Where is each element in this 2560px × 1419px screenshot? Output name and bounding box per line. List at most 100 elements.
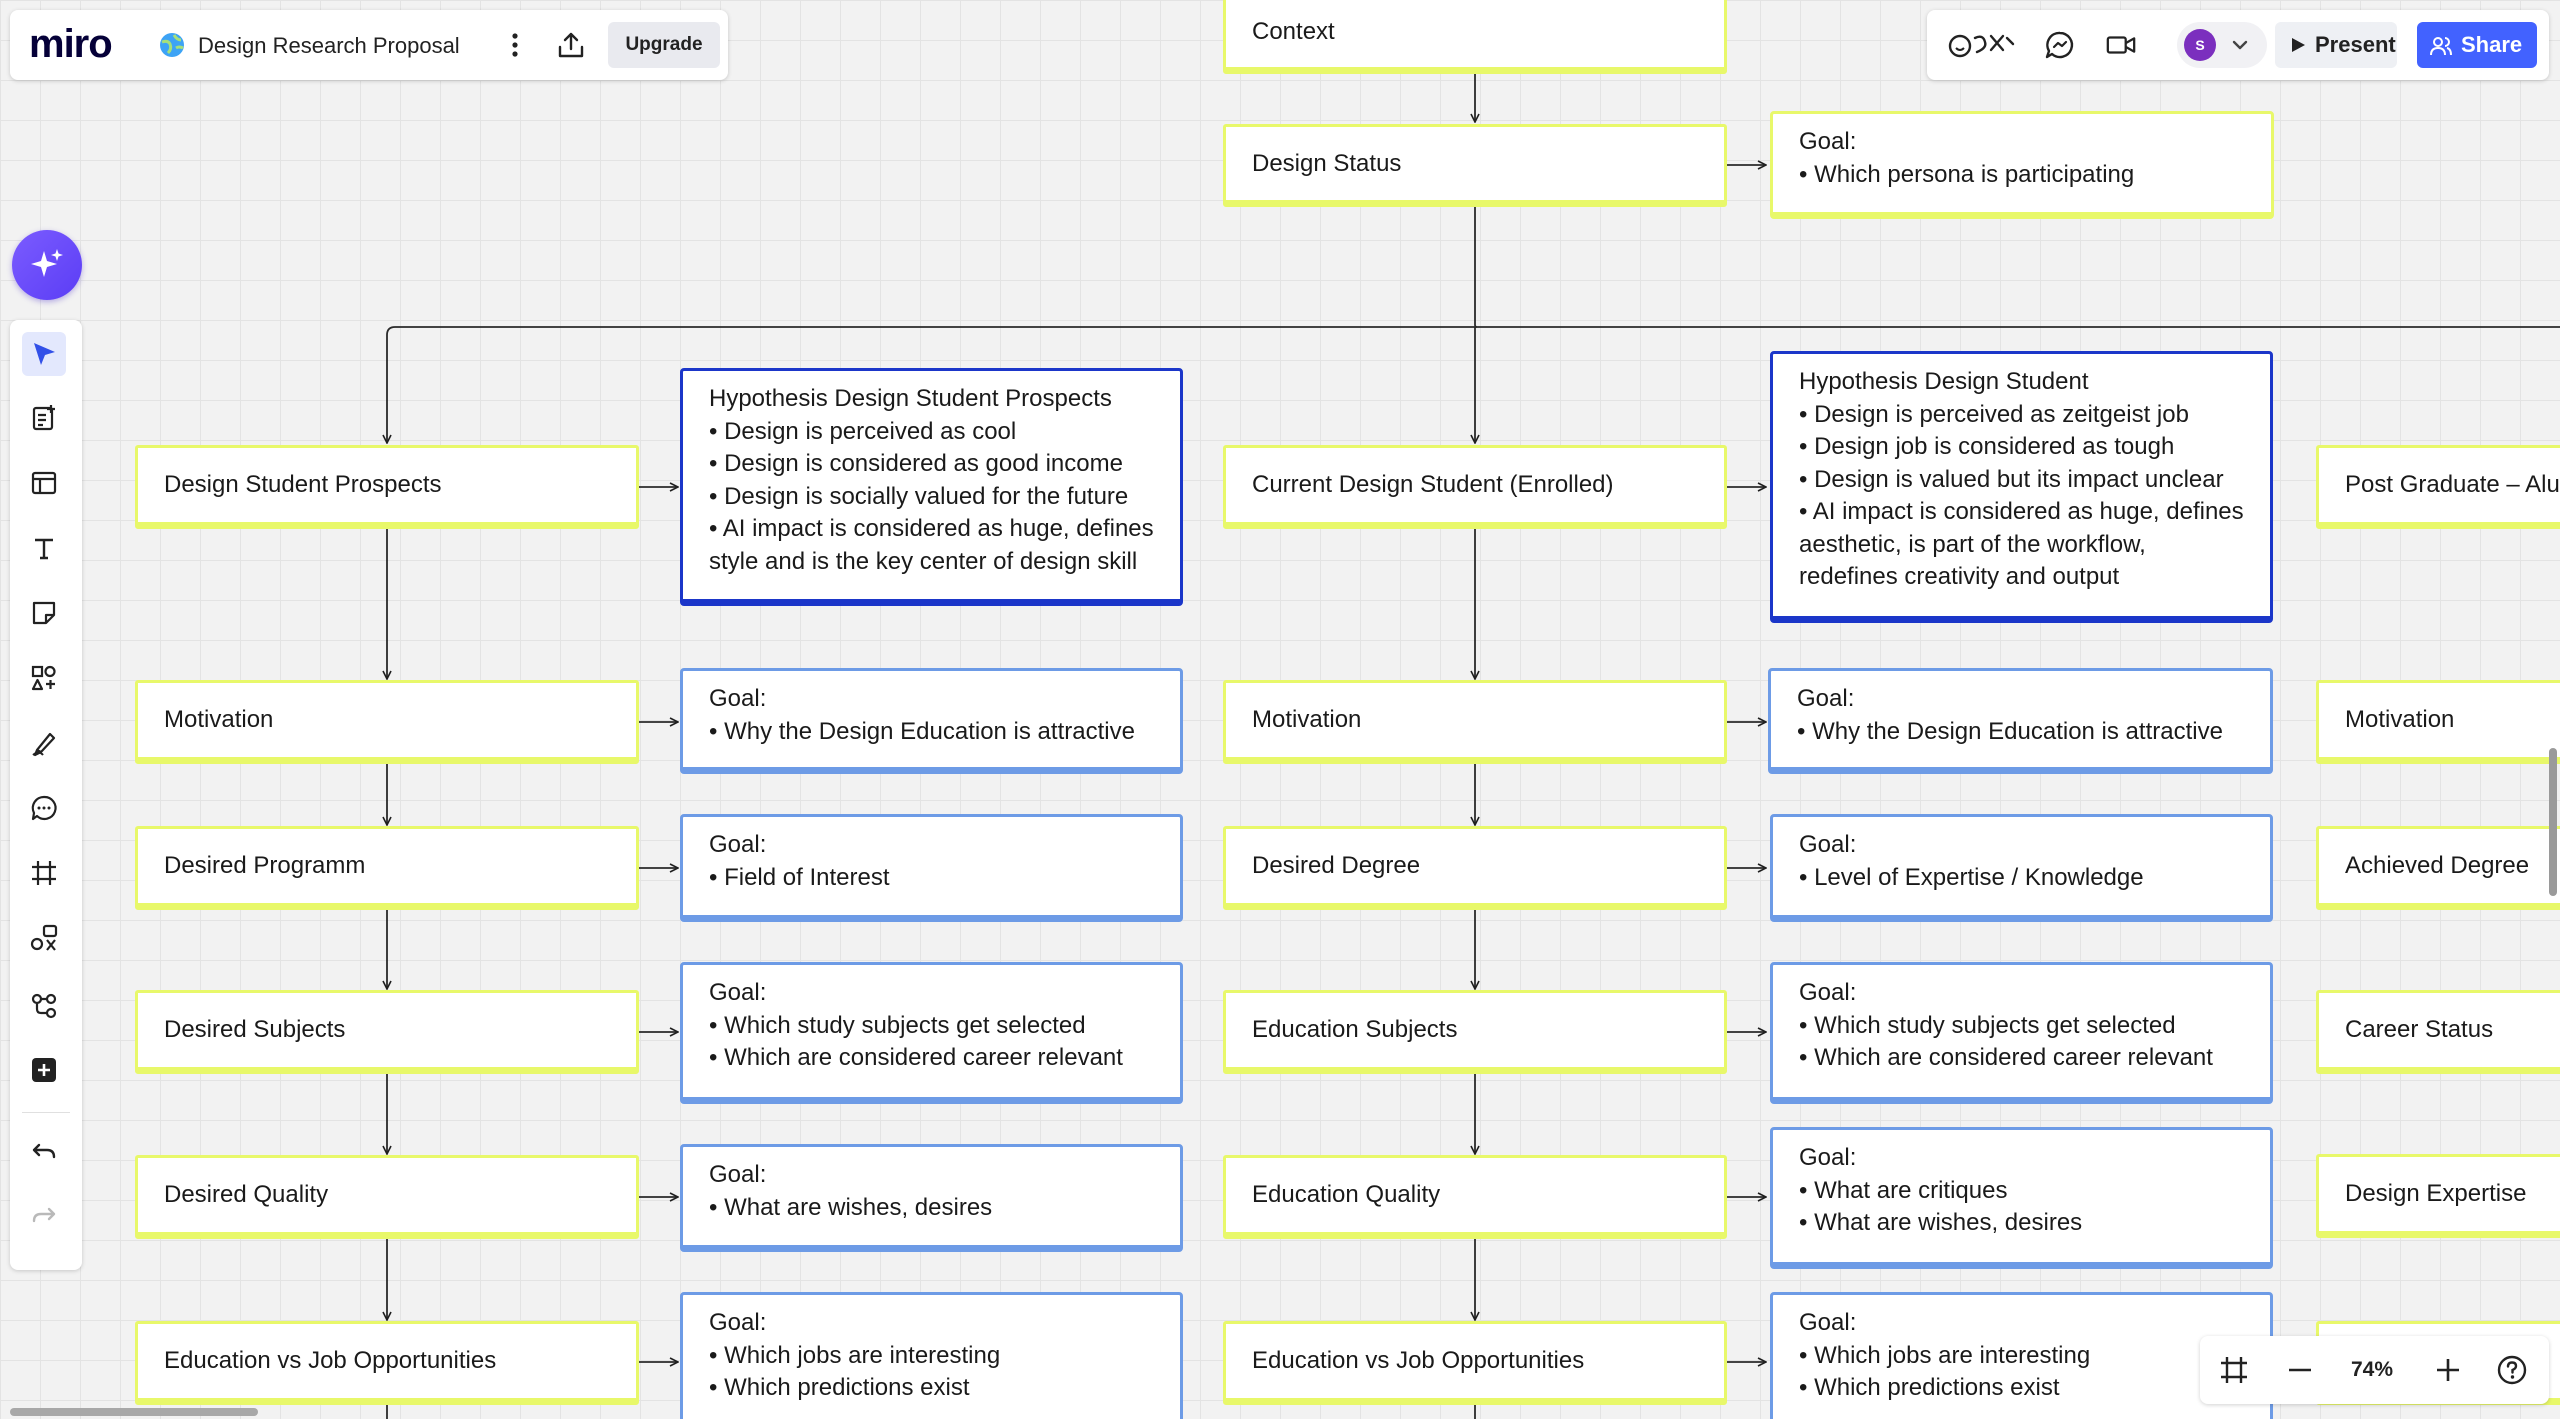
hyp-line: • Design job is considered as tough [1799,433,2175,460]
goal-item: • Which persona is participating [1799,160,2135,188]
card-label: Desired Subjects [164,1016,346,1043]
col1-quality-goal[interactable]: Goal: • What are wishes, desires [680,1144,1183,1252]
redo-button[interactable] [22,1194,66,1238]
fit-screen-icon[interactable] [2216,1352,2252,1388]
hyp-line: Hypothesis Design Student [1799,368,2089,395]
goal-item: • Which jobs are interesting [1799,1341,2091,1369]
goal-item: • Which study subjects get selected [1799,1011,2176,1039]
more-vertical-icon[interactable] [498,28,532,62]
col2-education-quality-card[interactable]: Education Quality [1223,1155,1727,1239]
export-icon[interactable] [554,28,588,62]
text-tool[interactable] [22,526,66,570]
col2-head-card[interactable]: Current Design Student (Enrolled) [1223,445,1727,529]
card-label: Motivation [1252,706,1362,733]
col2-hypothesis-note[interactable]: Hypothesis Design Student • Design is pe… [1770,351,2273,623]
left-toolbar [10,320,82,1270]
goal-title: Goal: [1797,685,1855,712]
table-tool[interactable] [22,461,66,505]
horizontal-scrollbar[interactable] [10,1408,258,1416]
hyp-line: aesthetic, is part of the workflow, [1799,530,2146,558]
chat-icon[interactable] [2043,28,2077,62]
upgrade-button[interactable]: Upgrade [608,22,720,68]
board-header: miro Design Research Proposal Upgrade [10,10,728,80]
col2-edu-jobs-card[interactable]: Education vs Job Opportunities [1223,1321,1727,1405]
col2-education-subjects-card[interactable]: Education Subjects [1223,990,1727,1074]
board-title[interactable]: Design Research Proposal [198,33,460,58]
goal-title: Goal: [1799,979,1857,1006]
frame-icon [32,861,56,885]
select-tool[interactable] [22,332,66,376]
goal-item: • Why the Design Education is attractive [1797,717,2223,745]
context-label: Context [1252,18,1335,45]
undo-icon [32,1143,56,1159]
goal-title: Goal: [709,685,767,712]
col3-career-status-card[interactable]: Career Status [2316,990,2560,1074]
chevron-down-icon[interactable] [2229,34,2251,56]
col3-head-card[interactable]: Post Graduate – Alu [2316,445,2560,529]
ai-assist-button[interactable] [12,230,82,300]
col2-subjects-goal[interactable]: Goal: • Which study subjects get selecte… [1770,962,2273,1104]
video-icon[interactable] [2103,28,2139,62]
reactions-icon[interactable] [1947,26,2017,64]
col3-achieved-degree-card[interactable]: Achieved Degree [2316,826,2560,910]
col1-motivation-goal[interactable]: Goal: • Why the Design Education is attr… [680,668,1183,774]
context-card[interactable]: Context [1223,0,1727,74]
shapes-tool[interactable] [22,656,66,700]
templates-tool[interactable] [22,396,66,440]
col2-motivation-goal[interactable]: Goal: • Why the Design Education is attr… [1768,668,2273,774]
card-label: Education vs Job Opportunities [1252,1347,1585,1374]
comment-tool[interactable] [22,786,66,830]
zoom-in-icon[interactable] [2430,1352,2466,1388]
hyp-line: • Design is socially valued for the futu… [709,482,1129,510]
share-button[interactable]: Share [2417,22,2537,68]
col1-subjects-goal[interactable]: Goal: • Which study subjects get selecte… [680,962,1183,1104]
present-button[interactable]: Present [2275,22,2397,68]
col1-hypothesis-note[interactable]: Hypothesis Design Student Prospects • De… [680,368,1183,606]
col1-head-card[interactable]: Design Student Prospects [135,445,639,529]
hyp-line: • Design is perceived as zeitgeist job [1799,400,2189,428]
zoom-level[interactable]: 74% [2350,1358,2394,1381]
miro-logo[interactable]: miro [29,22,113,66]
col1-head-label: Design Student Prospects [164,471,442,498]
undo-button[interactable] [22,1130,66,1174]
col3-motivation-card[interactable]: Motivation [2316,680,2560,764]
globe-icon[interactable] [158,31,186,59]
help-icon[interactable] [2494,1352,2530,1388]
cursor-icon [34,343,55,365]
play-icon [2289,36,2307,54]
avatar-group[interactable]: S [2177,22,2267,68]
col1-desired-programm-card[interactable]: Desired Programm [135,826,639,910]
present-label: Present [2315,32,2396,57]
vertical-scrollbar[interactable] [2549,748,2557,896]
pen-tool[interactable] [22,721,66,765]
col1-edu-jobs-card[interactable]: Education vs Job Opportunities [135,1321,639,1405]
col1-motivation-card[interactable]: Motivation [135,680,639,764]
avatar[interactable]: S [2184,29,2216,61]
goal-title: Goal: [1799,1309,1857,1336]
design-status-card[interactable]: Design Status [1223,124,1727,207]
more-apps-tool[interactable] [22,1048,66,1092]
hyp-line: Hypothesis Design Student Prospects [709,385,1112,412]
mindmap-icon [31,993,57,1019]
mindmap-tool[interactable] [22,984,66,1028]
goal-item: • Which are considered career relevant [1799,1044,2213,1071]
col2-quality-goal[interactable]: Goal: • What are critiques • What are wi… [1770,1127,2273,1269]
zoom-out-icon[interactable] [2282,1352,2318,1388]
col1-programm-goal[interactable]: Goal: • Field of Interest [680,814,1183,922]
col3-design-expertise-card[interactable]: Design Expertise [2316,1154,2560,1238]
text-icon [35,538,53,560]
status-goal-note[interactable]: Goal: • Which persona is participating [1770,111,2274,219]
col2-head-label: Current Design Student (Enrolled) [1252,471,1614,498]
col1-edu-jobs-goal[interactable]: Goal: • Which jobs are interesting • Whi… [680,1292,1183,1419]
frame-tool[interactable] [22,851,66,895]
sticky-note-tool[interactable] [22,591,66,635]
col1-desired-subjects-card[interactable]: Desired Subjects [135,990,639,1074]
col2-degree-goal[interactable]: Goal: • Level of Expertise / Knowledge [1770,814,2273,922]
col2-edu-jobs-goal[interactable]: Goal: • Which jobs are interesting • Whi… [1770,1292,2273,1419]
col1-desired-quality-card[interactable]: Desired Quality [135,1155,639,1239]
col2-desired-degree-card[interactable]: Desired Degree [1223,826,1727,910]
goal-title: Goal: [709,1309,767,1336]
diagram-tool[interactable] [22,916,66,960]
col2-motivation-card[interactable]: Motivation [1223,680,1727,764]
